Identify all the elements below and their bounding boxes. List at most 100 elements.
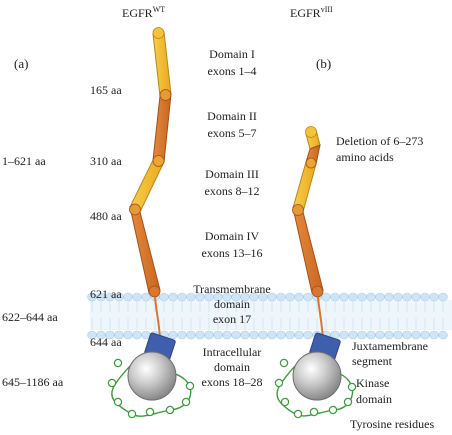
- membrane-lipid-head: [357, 292, 367, 302]
- membrane-lipid-head: [222, 330, 232, 340]
- wt-joint-480: [129, 203, 141, 216]
- domain-1-name: Domain I: [209, 47, 255, 61]
- membrane-lipid-head: [132, 292, 142, 302]
- membrane-lipid-head: [393, 330, 403, 340]
- membrane-lipid-head: [303, 292, 313, 302]
- wt-domain-4-cap: [148, 285, 161, 298]
- domain-2-exons: exons 5–7: [208, 126, 257, 140]
- membrane-lipid-head: [123, 330, 133, 340]
- membrane-lipid-head: [393, 292, 403, 302]
- membrane-band: [90, 300, 452, 330]
- transmembrane-line3: exon 17: [213, 312, 251, 326]
- tyrosine-residue: [165, 405, 175, 415]
- tyrosine-residue: [127, 409, 137, 419]
- membrane-lipid-head: [330, 292, 340, 302]
- deletion-label-line2: amino acids: [336, 150, 394, 164]
- panel-label-a: (a): [14, 56, 28, 71]
- membrane-lipid-head: [366, 292, 376, 302]
- membrane-lipid-head: [132, 330, 142, 340]
- range-label-transmembrane: 622–644 aa: [2, 310, 58, 324]
- wt-domain-1-segment: [152, 31, 172, 97]
- kinase-label-line1: Kinase: [356, 376, 389, 390]
- tyrosine-residue: [107, 378, 117, 388]
- membrane-lipid-head: [285, 330, 295, 340]
- viii-tyrosine-residues: [274, 358, 357, 419]
- tyrosine-residues-label: Tyrosine residues: [350, 417, 434, 431]
- viii-joint-2: [292, 204, 304, 216]
- tyrosine-residue: [181, 397, 191, 407]
- range-label-extracellular: 1–621 aa: [2, 154, 46, 168]
- membrane-lipid-head: [240, 330, 250, 340]
- membrane-lipid-head: [231, 330, 241, 340]
- header-egfr-viii: EGFRvIII: [290, 5, 333, 20]
- tyrosine-residue: [347, 382, 357, 392]
- membrane-lipid-head: [366, 330, 376, 340]
- domain-1-exons: exons 1–4: [208, 64, 257, 78]
- wt-tyrosine-residues: [107, 358, 195, 419]
- tyrosine-residue: [309, 407, 319, 417]
- domain-2-name: Domain II: [207, 109, 257, 123]
- intracellular-line1: Intracellular: [203, 345, 262, 359]
- domain-4-exons: exons 13–16: [202, 246, 263, 260]
- header-egfr-wt: EGFRWT: [122, 5, 165, 20]
- membrane-lipid-head: [168, 330, 178, 340]
- tyrosine-residue: [113, 358, 123, 368]
- panel-label-b: (b): [316, 56, 331, 71]
- position-label-644: 644 aa: [90, 335, 122, 349]
- viii-joint-1: [305, 157, 317, 169]
- membrane-lipid-head: [285, 292, 295, 302]
- membrane-lipid-head: [141, 292, 151, 302]
- membrane-lipid-head: [213, 330, 223, 340]
- membrane-lipid-head: [375, 292, 385, 302]
- tyrosine-residue: [293, 409, 303, 419]
- domain-3-exons: exons 8–12: [205, 184, 260, 198]
- membrane-lipid-head: [123, 292, 133, 302]
- membrane-lipid-head: [339, 292, 349, 302]
- wt-domain-4-segment: [129, 206, 161, 294]
- membrane-lipid-head: [411, 330, 421, 340]
- membrane-lipid-head: [294, 330, 304, 340]
- header-egfr-wt-main: EGFR: [122, 6, 153, 20]
- domain-3-name: Domain III: [205, 167, 259, 181]
- membrane-lipid-head: [357, 330, 367, 340]
- tyrosine-residue: [185, 381, 195, 391]
- wt-domain-2-segment: [152, 93, 172, 163]
- intracellular-line2: domain: [214, 360, 250, 374]
- wt-domain-1-cap: [152, 27, 165, 39]
- header-egfr-wt-sup: WT: [153, 5, 166, 14]
- tyrosine-residue: [328, 405, 338, 415]
- membrane-lipid-head: [438, 330, 448, 340]
- membrane-lipid-head: [411, 292, 421, 302]
- transmembrane-line1: Transmembrane: [193, 282, 271, 296]
- membrane-lipid-head: [429, 292, 439, 302]
- tyrosine-residue: [145, 407, 155, 417]
- juxtamembrane-label-line2: segment: [352, 354, 393, 368]
- cell-membrane: [87, 292, 452, 340]
- membrane-lipid-head: [186, 330, 196, 340]
- membrane-lipid-head: [420, 292, 430, 302]
- transmembrane-line2: domain: [214, 297, 250, 311]
- header-egfr-viii-main: EGFR: [290, 6, 321, 20]
- membrane-lipid-head: [420, 330, 430, 340]
- membrane-lipid-head: [267, 330, 277, 340]
- deletion-label-line1: Deletion of 6–273: [336, 134, 423, 148]
- wt-joint-310: [152, 155, 165, 167]
- viii-cap-top: [305, 126, 317, 138]
- header-egfr-viii-sup: vIII: [321, 5, 333, 14]
- membrane-lipid-head: [258, 330, 268, 340]
- position-label-165: 165 aa: [90, 83, 122, 97]
- membrane-lipid-head: [195, 330, 205, 340]
- membrane-lipid-head: [159, 292, 169, 302]
- tyrosine-residue: [279, 358, 289, 368]
- egfr-wt-extracellular-domains: [129, 27, 172, 298]
- membrane-lipid-head: [402, 292, 412, 302]
- position-label-480: 480 aa: [90, 209, 122, 223]
- membrane-lipid-head: [348, 292, 358, 302]
- membrane-lipid-head: [294, 292, 304, 302]
- tyrosine-residue: [280, 397, 290, 407]
- tyrosine-residue: [343, 397, 353, 407]
- wt-intracellular-domain: [107, 332, 195, 419]
- membrane-lipid-head: [303, 330, 313, 340]
